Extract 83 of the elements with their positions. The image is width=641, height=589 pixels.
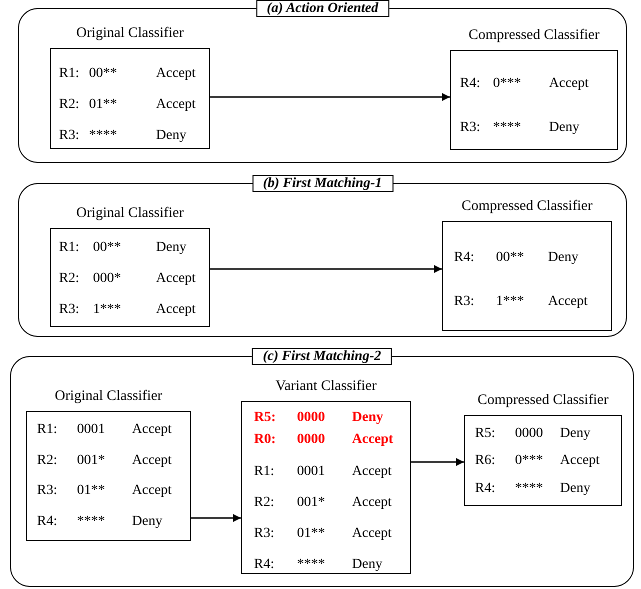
rule-action: Deny — [156, 128, 186, 144]
rule-pattern: **** — [77, 514, 105, 530]
rule-label: R5: — [475, 426, 496, 442]
rule-pattern: 01** — [77, 483, 105, 499]
rule-pattern: 01** — [297, 526, 325, 542]
rule-action: Accept — [156, 271, 196, 287]
rule-pattern: 0000 — [297, 432, 325, 448]
rule-label: R3: — [454, 294, 474, 310]
rule-pattern: 1*** — [496, 294, 524, 310]
rule-pattern: 001* — [297, 495, 325, 511]
rule-action: Accept — [352, 464, 392, 480]
rule-label: R2: — [59, 97, 80, 113]
rule-action: Deny — [548, 250, 578, 266]
rule-label: R3: — [37, 483, 58, 499]
classifier-heading: Compressed Classifier — [462, 198, 592, 215]
rule-label: R4: — [475, 481, 496, 497]
rule-label: R3: — [460, 120, 480, 136]
rule-label: R3: — [59, 302, 80, 318]
rule-label: R1: — [59, 240, 80, 256]
arrow — [210, 265, 442, 273]
rule-pattern: **** — [297, 557, 325, 573]
rule-pattern: 0*** — [515, 453, 543, 469]
rule-pattern: 1*** — [93, 302, 121, 318]
rule-label: R2: — [254, 495, 274, 511]
rule-label: R4: — [254, 557, 274, 573]
classifier-heading: Original Classifier — [76, 25, 184, 42]
rule-action: Accept — [548, 294, 588, 310]
rule-pattern: 01** — [89, 97, 117, 113]
rule-pattern: 0000 — [515, 426, 543, 442]
rule-pattern: 0000 — [297, 410, 325, 426]
panel-title: (c) First Matching-2 — [252, 348, 392, 365]
rule-pattern: 0001 — [77, 422, 105, 438]
classifier-heading: Compressed Classifier — [478, 392, 608, 409]
rule-action: Deny — [352, 557, 382, 573]
arrow — [411, 458, 464, 466]
rule-label: R0: — [254, 432, 276, 448]
rule-action: Accept — [132, 483, 172, 499]
rule-action: Deny — [560, 426, 590, 442]
rule-action: Accept — [156, 66, 196, 82]
rule-action: Deny — [549, 120, 580, 136]
classifier-heading: Variant Classifier — [275, 378, 377, 395]
rule-label: R2: — [59, 271, 80, 287]
rule-action: Accept — [352, 526, 392, 542]
arrow — [191, 514, 241, 522]
rule-pattern: 0*** — [493, 76, 521, 92]
rule-label: R2: — [37, 453, 58, 469]
rule-action: Deny — [156, 240, 186, 256]
rule-label: R1: — [254, 464, 274, 480]
rule-pattern: 00** — [496, 250, 524, 266]
rule-action: Deny — [132, 514, 162, 530]
rule-pattern: 000* — [93, 271, 121, 287]
classifier-heading: Compressed Classifier — [468, 27, 600, 44]
panel-title: (b) First Matching-1 — [252, 175, 393, 192]
rule-label: R6: — [475, 453, 496, 469]
rule-pattern: **** — [493, 120, 521, 136]
rule-action: Accept — [156, 97, 196, 113]
rule-label: R5: — [254, 410, 276, 426]
rule-pattern: **** — [89, 128, 117, 144]
rule-label: R3: — [254, 526, 274, 542]
rule-label: R4: — [460, 76, 480, 92]
rule-pattern: 00** — [89, 66, 117, 82]
rule-pattern: **** — [515, 481, 543, 497]
rule-label: R4: — [37, 514, 58, 530]
rule-label: R4: — [454, 250, 474, 266]
rule-action: Accept — [560, 453, 600, 469]
rule-action: Accept — [549, 76, 589, 92]
panel-title: (a) Action Oriented — [256, 0, 390, 17]
rule-action: Deny — [560, 481, 590, 497]
rule-action: Accept — [156, 302, 196, 318]
rule-pattern: 0001 — [297, 464, 325, 480]
rule-action: Deny — [352, 410, 384, 426]
rule-label: R1: — [59, 66, 80, 82]
rule-action: Accept — [352, 495, 392, 511]
rule-action: Accept — [132, 453, 172, 469]
classifier-heading: Original Classifier — [76, 205, 184, 222]
classifier-heading: Original Classifier — [54, 388, 162, 405]
arrow — [210, 93, 450, 101]
rule-label: R3: — [59, 128, 80, 144]
rule-action: Accept — [132, 422, 172, 438]
rule-label: R1: — [37, 422, 58, 438]
rule-pattern: 001* — [77, 453, 105, 469]
rule-pattern: 00** — [93, 240, 121, 256]
rule-action: Accept — [352, 432, 394, 448]
